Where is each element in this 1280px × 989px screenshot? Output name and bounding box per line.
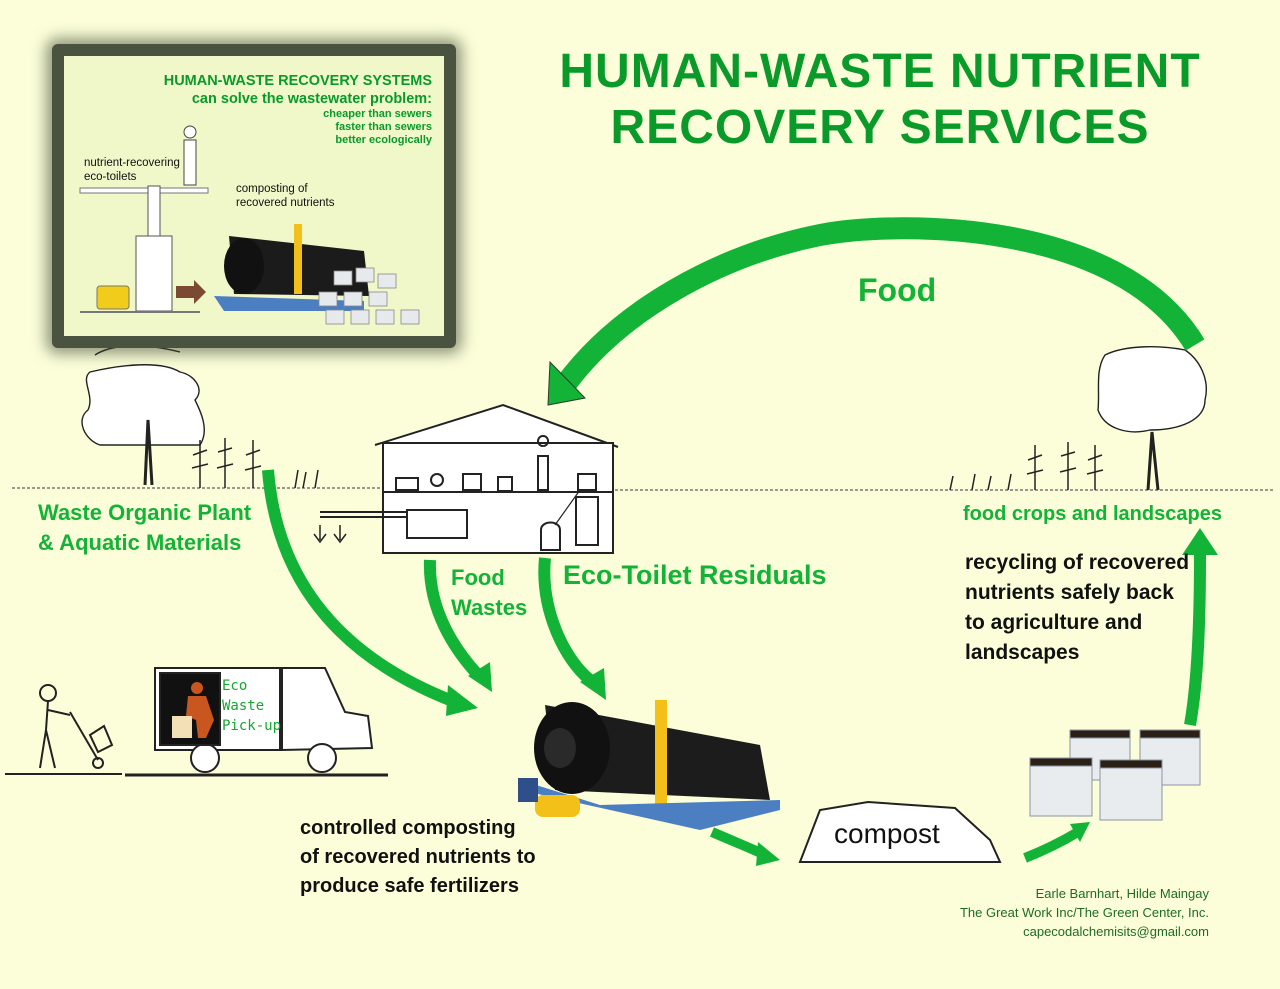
- credits: Earle Barnhart, Hilde Maingay The Great …: [960, 884, 1209, 941]
- to-crops-arrow: [1184, 554, 1206, 727]
- food-arrow: [556, 217, 1205, 392]
- to-crops-arrow-head: [1182, 528, 1218, 555]
- tree-left-icon: [81, 345, 205, 486]
- organic-arrow-head: [446, 685, 478, 716]
- inset-arrow-icon: [176, 280, 206, 304]
- credit-email: capecodalchemisits@gmail.com: [1023, 924, 1209, 939]
- truck-sign-line: Pick-up: [222, 718, 282, 734]
- to-compost-arrow-head: [756, 842, 780, 866]
- to-bags-arrow-head: [1070, 822, 1090, 842]
- label-controlled-line: produce safe fertilizers: [300, 875, 519, 897]
- inset-label-composting-line2: recovered nutrients: [236, 197, 335, 209]
- inset-illustration: [79, 125, 420, 325]
- house-icon: [320, 403, 619, 554]
- food-wastes-arrow: [423, 559, 483, 680]
- to-bags-arrow: [1023, 827, 1081, 863]
- label-eco-toilet-residuals: Eco-Toilet Residuals: [563, 560, 827, 590]
- inset-label-composting: composting of recovered nutrients: [236, 182, 334, 210]
- inset-person-icon: [183, 125, 197, 186]
- label-food-wastes-line1: Food: [451, 565, 505, 590]
- label-controlled-line: controlled composting: [300, 817, 516, 839]
- label-recycling-line: to agriculture and: [965, 611, 1143, 634]
- compost-bags-icon: [1029, 729, 1201, 821]
- inset-benefit: faster than sewers: [335, 121, 432, 133]
- tree-right-icon: [1097, 346, 1207, 491]
- main-title-line2: RECOVERY SERVICES: [610, 101, 1150, 154]
- organic-arrow: [262, 469, 458, 708]
- credit-organization: The Great Work Inc/The Green Center, Inc…: [959, 905, 1209, 920]
- inset-panel: HUMAN-WASTE RECOVERY SYSTEMS can solve t…: [52, 44, 456, 348]
- truck-sign-toilet-icon: [172, 716, 192, 738]
- to-compost-arrow: [710, 827, 768, 860]
- food-wastes-arrow-head: [468, 662, 492, 692]
- inset-panel-content: HUMAN-WASTE RECOVERY SYSTEMS can solve t…: [64, 56, 444, 336]
- composter-drum-icon: [518, 700, 780, 830]
- label-recycling-line: nutrients safely back: [965, 581, 1174, 604]
- label-waste-organic-materials: Waste Organic Plant & Aquatic Materials: [38, 498, 251, 558]
- label-food-wastes-line2: Wastes: [451, 595, 528, 620]
- inset-label-toilets-line2: eco-toilets: [84, 171, 137, 183]
- label-compost: compost: [834, 818, 940, 849]
- inset-eco-toilet-icon: [135, 185, 173, 312]
- main-title-line1: HUMAN-WASTE NUTRIENT: [559, 45, 1201, 98]
- inset-title-line2: can solve the wastewater problem:: [191, 91, 432, 107]
- compost-pile-icon: [798, 800, 1002, 863]
- inset-tank-icon: [96, 285, 130, 310]
- truck-sign-text: Eco Waste Pick-up: [222, 676, 281, 736]
- inset-benefits: cheaper than sewers faster than sewers b…: [323, 108, 432, 147]
- label-recycling-line: recycling of recovered: [965, 551, 1190, 574]
- inset-label-composting-line1: composting of: [236, 183, 308, 195]
- inset-benefit: better ecologically: [335, 134, 432, 146]
- inset-benefit: cheaper than sewers: [323, 108, 432, 120]
- credit-authors: Earle Barnhart, Hilde Maingay: [1035, 886, 1209, 901]
- eco-toilet-arrow: [538, 557, 594, 685]
- truck-sign-person-icon: [186, 682, 214, 738]
- inset-compost-bags-icon: [318, 267, 420, 325]
- label-controlled-composting: controlled composting of recovered nutri…: [300, 814, 536, 901]
- label-food-crops: food crops and landscapes: [963, 503, 1222, 525]
- crops-right-icon: [949, 442, 1104, 491]
- label-recycling: recycling of recovered nutrients safely …: [965, 548, 1189, 668]
- label-food-wastes: Food Wastes: [451, 563, 527, 623]
- inset-title: HUMAN-WASTE RECOVERY SYSTEMS can solve t…: [164, 72, 432, 108]
- label-waste-organic-line1: Waste Organic Plant: [38, 500, 252, 525]
- food-arrow-head: [547, 360, 587, 406]
- inset-title-line1: HUMAN-WASTE RECOVERY SYSTEMS: [163, 73, 432, 89]
- truck-sign-line: Eco: [222, 678, 248, 694]
- eco-toilet-arrow-head: [580, 668, 606, 700]
- main-title: HUMAN-WASTE NUTRIENT RECOVERY SERVICES: [520, 44, 1240, 156]
- inset-label-toilets-line1: nutrient-recovering: [84, 157, 180, 169]
- label-food: Food: [858, 272, 937, 308]
- inset-label-eco-toilets: nutrient-recovering eco-toilets: [84, 156, 180, 184]
- crops-left-icon: [191, 438, 319, 489]
- label-waste-organic-line2: & Aquatic Materials: [38, 530, 242, 555]
- label-recycling-line: landscapes: [965, 641, 1080, 664]
- label-controlled-line: of recovered nutrients to: [300, 846, 536, 868]
- inset-floor: [79, 187, 209, 194]
- person-handtruck-icon: [39, 684, 114, 769]
- drain-arrows-icon: [313, 525, 347, 544]
- truck-sign-line: Waste: [222, 698, 265, 714]
